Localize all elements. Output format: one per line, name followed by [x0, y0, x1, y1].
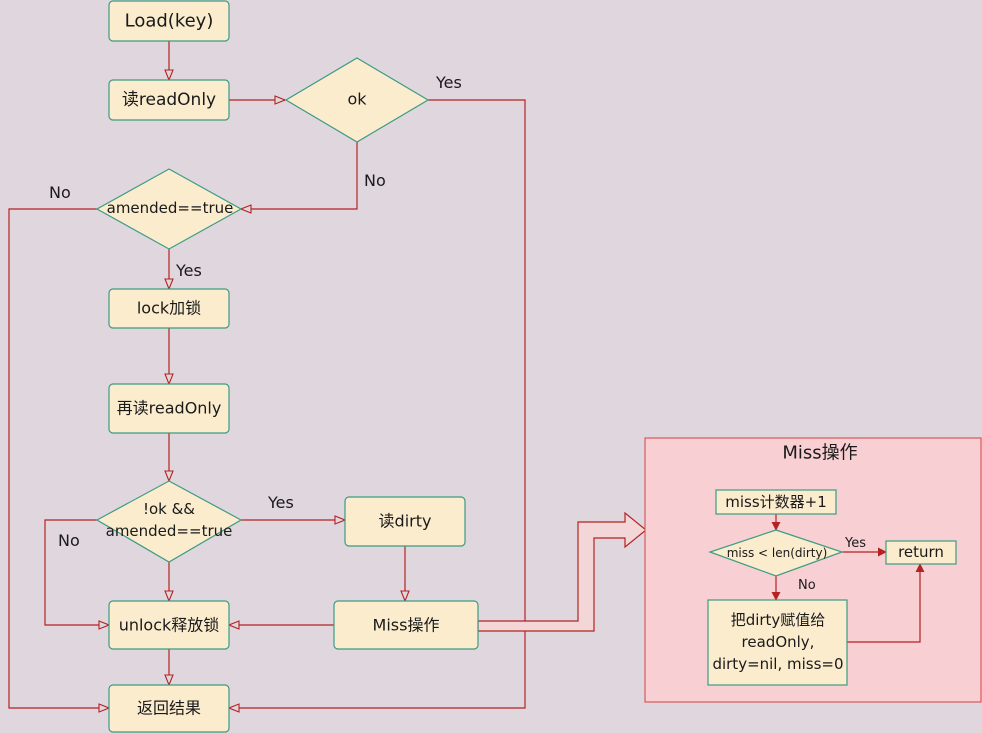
- promote-label-line3: dirty=nil, miss=0: [712, 655, 843, 673]
- edge-amended-no: [8, 208, 109, 708]
- notok-label-line1: !ok &&: [143, 500, 195, 518]
- edge-notok-no: [44, 519, 109, 625]
- miss-counter-label: miss计数器+1: [725, 493, 827, 511]
- lock-node: [108, 288, 230, 329]
- unlock-node: [108, 600, 230, 650]
- promote-label-line2: readOnly,: [742, 633, 815, 651]
- promote-label-line1: 把dirty赋值给: [731, 611, 826, 629]
- ok-decision: [284, 57, 430, 143]
- read-readonly-node: [108, 79, 230, 121]
- read-readonly-label: 读readOnly: [122, 90, 216, 110]
- lock-label: lock加锁: [137, 299, 201, 318]
- expand-arrow: [477, 511, 647, 632]
- miss-compare-decision: [708, 529, 844, 577]
- load-key-node: [108, 0, 230, 42]
- return-result-node: [108, 684, 230, 733]
- miss-no-label: No: [798, 578, 816, 593]
- edge-ok-yes: [229, 99, 526, 708]
- ok-label: ok: [347, 90, 367, 109]
- return-result-label: 返回结果: [137, 699, 201, 718]
- miss-op-node: [333, 600, 479, 650]
- notok-yes-label: Yes: [267, 493, 294, 512]
- ok-yes-label: Yes: [435, 73, 462, 92]
- notok-decision: [95, 480, 243, 563]
- panel-return-node: [885, 540, 957, 565]
- edge-ok-no: [241, 142, 358, 209]
- miss-compare-label: miss < len(dirty): [727, 546, 828, 560]
- edge-promote-to-return: [847, 563, 925, 643]
- read-dirty-node: [344, 496, 466, 547]
- amended-yes-label: Yes: [175, 261, 202, 280]
- miss-yes-label: Yes: [844, 536, 866, 551]
- read-dirty-label: 读dirty: [379, 512, 432, 531]
- panel-return-label: return: [898, 543, 944, 561]
- miss-panel-title: Miss操作: [782, 443, 857, 464]
- notok-no-label: No: [58, 531, 80, 550]
- notok-label-line2: amended==true: [106, 522, 233, 540]
- miss-op-label: Miss操作: [373, 616, 440, 635]
- miss-counter-node: [715, 489, 837, 515]
- amended-decision: [95, 168, 243, 250]
- amended-label: amended==true: [107, 199, 234, 217]
- load-key-label: Load(key): [125, 11, 214, 32]
- unlock-label: unlock释放锁: [119, 616, 220, 635]
- amended-no-label: No: [49, 183, 71, 202]
- reread-readonly-label: 再读readOnly: [117, 399, 222, 418]
- promote-node: [707, 599, 848, 686]
- reread-readonly-node: [108, 383, 230, 434]
- ok-no-label: No: [364, 171, 386, 190]
